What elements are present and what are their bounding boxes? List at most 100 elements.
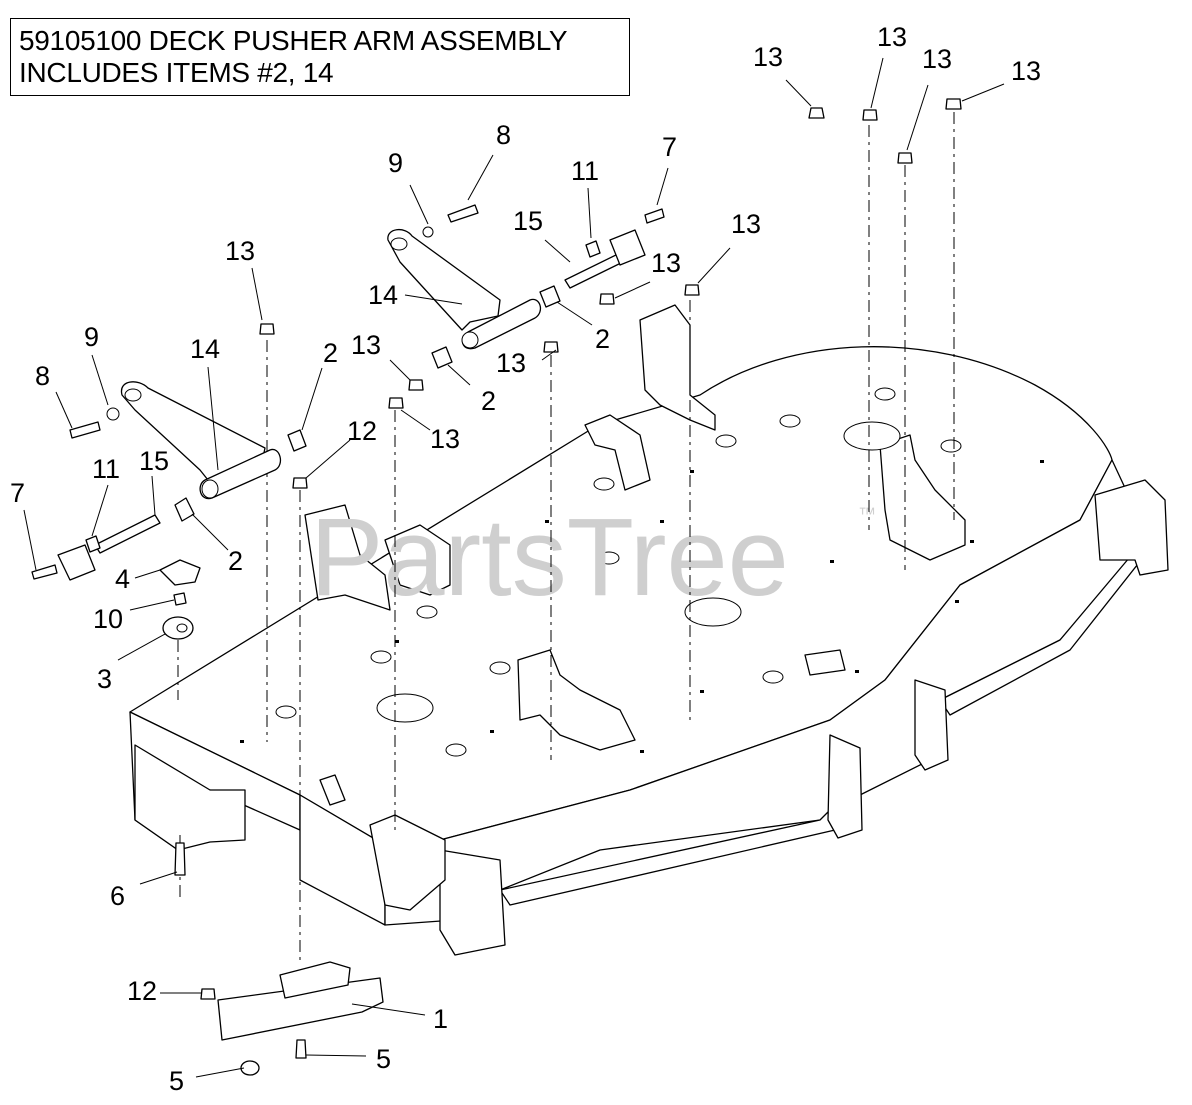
boss [874, 387, 896, 401]
callout-14: 14 [368, 280, 398, 310]
deck-left-bracket [134, 744, 246, 851]
callout-7: 7 [10, 478, 25, 508]
deflector-bolt-5 [295, 1039, 307, 1059]
callout-13: 13 [225, 236, 255, 266]
left-arm-tube-end [201, 479, 219, 499]
deck-mid-bracket [914, 679, 949, 771]
boss [940, 439, 962, 453]
deflector-shield-assembly [217, 961, 384, 1076]
mower-deck [129, 304, 1169, 956]
bolt-13 [388, 397, 404, 409]
roller-bracket-4 [159, 559, 201, 586]
center-arm-tube-end [461, 331, 479, 349]
callout-2: 2 [228, 546, 243, 576]
deck-front-bracket [827, 734, 863, 839]
callout-13: 13 [351, 330, 381, 360]
boss [445, 743, 467, 757]
left-pusher-arm [120, 381, 266, 481]
center-bolt-8 [447, 204, 479, 223]
boss [779, 414, 801, 428]
boss [416, 605, 438, 619]
callout-13: 13 [731, 209, 761, 239]
center-pivot-pin [564, 252, 626, 289]
boss [593, 477, 615, 491]
center-arm-eye [390, 237, 408, 251]
deflector-knob-5 [240, 1060, 260, 1076]
assembly-note-box: 59105100 DECK PUSHER ARM ASSEMBLY INCLUD… [10, 18, 630, 96]
left-pivot-pin [94, 514, 161, 554]
bolt-13 [862, 109, 878, 121]
deck-left-hanger-bracket [304, 504, 391, 611]
left-pin-plate [57, 544, 96, 581]
nut-12 [200, 988, 216, 1000]
deck-center-tab [804, 649, 846, 676]
center-washer-9 [422, 226, 434, 238]
bolt-6 [174, 842, 186, 876]
callout-13: 13 [877, 22, 907, 52]
center-nut-11 [585, 240, 601, 258]
deflector-shield-top-tab [279, 961, 351, 999]
nut-10 [173, 592, 187, 606]
deck-center-hanger-bracket [517, 649, 636, 751]
callout-13: 13 [651, 248, 681, 278]
nut-12 [292, 477, 308, 489]
callout-2: 2 [481, 386, 496, 416]
assembly-note-line-1: 59105100 DECK PUSHER ARM ASSEMBLY [19, 25, 568, 56]
spindle-opening-center [684, 597, 742, 627]
callout-11: 11 [92, 454, 120, 484]
watermark: PartsTree [310, 496, 789, 619]
bolt-13 [259, 323, 275, 335]
bolt-13 [543, 341, 559, 353]
center-pin-plate [609, 229, 646, 266]
deck-right-hanger-bracket [879, 434, 966, 561]
deck-left-arm-bracket [384, 524, 451, 596]
callout-7: 7 [662, 132, 677, 162]
deck-right-bracket [1094, 479, 1169, 576]
bolt-13 [897, 152, 913, 164]
boss [370, 650, 392, 664]
bolt-13 [408, 379, 424, 391]
left-washer-9 [106, 407, 120, 421]
callout-8: 8 [35, 361, 50, 391]
boss [489, 661, 511, 675]
alignment-lines [177, 112, 955, 960]
deck-rear-mid-bracket [639, 304, 716, 431]
callout-13: 13 [1011, 56, 1041, 86]
callout-13: 13 [430, 424, 460, 454]
spindle-opening-right [843, 421, 901, 451]
boss [275, 705, 297, 719]
left-arm-eye [124, 388, 142, 402]
callout-13: 13 [922, 44, 952, 74]
left-arm-tube [199, 448, 282, 500]
callout-8: 8 [496, 120, 511, 150]
fasteners [174, 98, 962, 1000]
callout-9: 9 [388, 148, 403, 178]
deck-rear-left-bracket [584, 414, 651, 491]
callout-12: 12 [127, 976, 157, 1006]
callout-2: 2 [595, 324, 610, 354]
callout-11: 11 [571, 156, 599, 186]
boss [762, 670, 784, 684]
watermark-trademark: ™ [858, 504, 876, 524]
spindle-opening-left [376, 693, 434, 723]
callout-5: 5 [169, 1066, 184, 1096]
deck-corner-bracket [439, 849, 506, 956]
callout-5: 5 [376, 1044, 391, 1074]
callout-labels: 13 13 13 13 8 9 7 11 15 13 13 13 14 2 13… [10, 22, 1041, 1096]
center-pusher-arm-assembly [387, 204, 665, 369]
center-bolt-7 [644, 208, 665, 224]
center-bushing-lower [431, 346, 453, 369]
left-bolt-7 [31, 564, 58, 580]
left-bushing-lower [174, 497, 195, 522]
bolt-13 [945, 98, 962, 110]
left-nut-11 [85, 535, 101, 553]
callout-3: 3 [97, 664, 112, 694]
callout-10: 10 [93, 604, 123, 634]
boss [598, 551, 620, 565]
callout-15: 15 [513, 206, 543, 236]
center-pusher-arm [387, 229, 501, 331]
bolt-13 [599, 293, 615, 305]
left-pusher-arm-assembly [31, 381, 307, 640]
callout-6: 6 [110, 881, 125, 911]
